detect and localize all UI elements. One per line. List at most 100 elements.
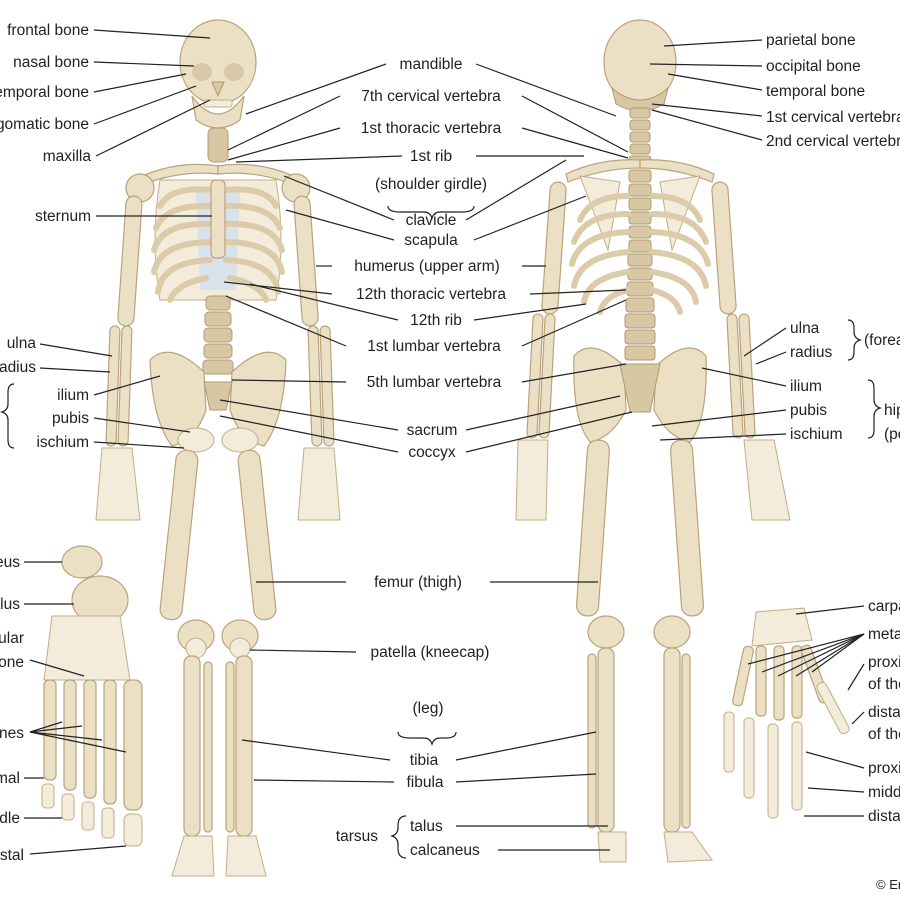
front-hand-left <box>95 447 141 521</box>
back-tibia-right <box>663 647 681 833</box>
label-scapula: scapula <box>404 232 458 249</box>
label-nasal-bone: nasal bone <box>13 54 89 71</box>
front-sacrum <box>203 381 233 411</box>
back-ilium-right <box>653 347 707 443</box>
back-hand-right <box>743 439 791 521</box>
back-tibia-left <box>597 647 615 833</box>
front-foot-right <box>225 835 267 877</box>
label-hand-distal-thumb: distal <box>868 704 900 721</box>
front-foot-left <box>171 835 215 877</box>
label-frontal-bone: frontal bone <box>7 22 89 39</box>
label-5th-lumbar-vertebra: 5th lumbar vertebra <box>367 374 502 391</box>
label-hand-proximal: proximal <box>868 760 900 777</box>
labels: frontal bone nasal bone temporal bone zy… <box>0 22 900 892</box>
label-ilium-right: ilium <box>790 378 822 395</box>
hand-detail <box>723 607 850 819</box>
back-humerus-left <box>541 181 567 315</box>
label-sacrum: sacrum <box>407 422 458 439</box>
front-patella-left <box>185 637 207 659</box>
front-fibula-left <box>203 661 213 833</box>
front-patella-right <box>229 637 251 659</box>
front-femur-right <box>237 449 277 621</box>
label-hip: hip <box>884 402 900 419</box>
label-tarsus: tarsus <box>336 828 378 845</box>
front-humerus-left <box>117 195 143 327</box>
label-metatarsal-bones: metatarsal bones <box>0 725 24 742</box>
label-1st-lumbar-vertebra: 1st lumbar vertebra <box>367 338 501 355</box>
label-radius-right: radius <box>790 344 832 361</box>
front-humerus-right <box>293 195 319 327</box>
label-pubis-right: pubis <box>790 402 827 419</box>
front-femur-left <box>159 449 199 621</box>
label-2nd-cervical-vertebra: 2nd cervical vertebra <box>766 133 900 150</box>
label-ulna-left: ulna <box>7 335 37 352</box>
label-parietal-bone: parietal bone <box>766 32 856 49</box>
label-patella: patella (kneecap) <box>371 644 490 661</box>
back-humerus-right <box>711 181 737 315</box>
back-fibula-right <box>681 653 691 829</box>
label-12th-rib: 12th rib <box>410 312 462 329</box>
label-occipital-bone: occipital bone <box>766 58 861 75</box>
label-hand-middle: middle <box>868 784 900 801</box>
copyright-text: © Encyclopædia Britannica <box>876 877 900 892</box>
label-pubis-left: pubis <box>52 410 89 427</box>
front-mandible <box>191 95 245 129</box>
back-foot-right <box>663 831 713 863</box>
label-carpals: carpals <box>868 598 900 615</box>
label-12th-thoracic-vertebra: 12th thoracic vertebra <box>356 286 506 303</box>
back-ilium-left <box>573 347 627 443</box>
front-tibia-right <box>235 655 253 837</box>
front-hand-right <box>297 447 341 521</box>
label-hand-proximal-thumb-of-the: of the <box>868 676 900 693</box>
label-foot-talus: talus <box>0 596 20 613</box>
label-metacarpals: metacarpals <box>868 626 900 643</box>
back-foot-left <box>597 831 627 863</box>
label-mandible: mandible <box>400 56 463 73</box>
label-talus: talus <box>410 818 443 835</box>
back-fibula-left <box>587 653 597 829</box>
front-skeleton <box>95 19 341 877</box>
foot-detail <box>41 545 143 847</box>
label-hand-distal-thumb-of-the: of the <box>868 726 900 743</box>
label-ischium-right: ischium <box>790 426 843 443</box>
label-sternum: sternum <box>35 208 91 225</box>
label-navicular: navicular <box>0 630 24 647</box>
label-shoulder-girdle: (shoulder girdle) <box>375 176 487 193</box>
label-navicular-bone: bone <box>0 654 24 671</box>
back-hand-left <box>515 439 549 521</box>
label-pelvis: (pelvis) <box>884 426 900 443</box>
label-1st-rib: 1st rib <box>410 148 452 165</box>
label-temporal-bone-front: temporal bone <box>0 84 89 101</box>
label-humerus: humerus (upper arm) <box>354 258 500 275</box>
label-tibia: tibia <box>410 752 439 769</box>
label-foot-middle: middle <box>0 810 20 827</box>
label-foot-calcaneus: calcaneus <box>0 554 20 571</box>
label-foot-proximal: proximal <box>0 770 20 787</box>
front-cervical-spine <box>207 127 229 163</box>
label-ulna-right: ulna <box>790 320 820 337</box>
label-maxilla: maxilla <box>43 148 92 165</box>
back-femur-left <box>575 439 611 617</box>
label-femur: femur (thigh) <box>374 574 462 591</box>
label-foot-distal: distal <box>0 847 24 864</box>
label-ischium-left: ischium <box>36 434 89 451</box>
label-radius-left: radius <box>0 359 36 376</box>
foot-detail-navicular <box>43 615 131 681</box>
label-7th-cervical-vertebra: 7th cervical vertebra <box>361 88 501 105</box>
label-fibula: fibula <box>406 774 443 791</box>
label-forearm: (forearm) <box>864 332 900 349</box>
label-leg: (leg) <box>412 700 443 717</box>
front-fibula-right <box>225 661 235 833</box>
front-sternum <box>210 179 226 259</box>
foot-detail-calcaneus <box>61 545 103 579</box>
back-skeleton <box>515 19 791 863</box>
back-sacrum <box>619 363 661 413</box>
front-lumbar-spine <box>202 295 234 375</box>
label-hand-proximal-thumb: proximal <box>868 654 900 671</box>
label-ilium-left: ilium <box>57 387 89 404</box>
back-femur-right <box>669 439 705 617</box>
hand-detail-carpals <box>751 607 813 647</box>
leader-lines <box>24 29 882 859</box>
front-tibia-left <box>183 655 201 837</box>
